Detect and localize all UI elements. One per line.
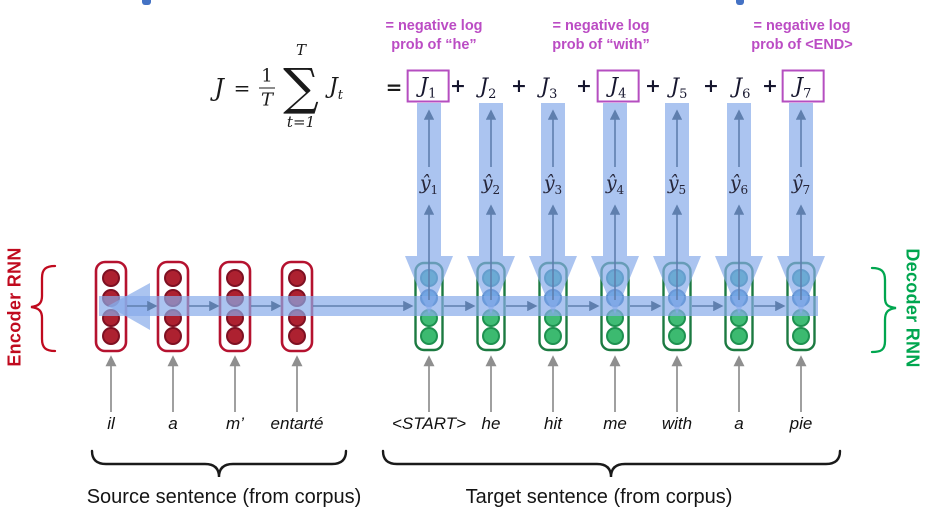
target-brace [381,449,842,478]
gradient-band [529,103,577,314]
gradient-band [467,103,515,314]
gradient-band [653,103,701,314]
gradient-bands-vertical [405,103,825,314]
decoder-brace [870,266,897,354]
word-input-arrows [111,358,801,412]
gradient-band [715,103,763,314]
encoder-brace [30,264,57,353]
gradient-band [777,103,825,314]
gradient-band [405,103,453,314]
source-brace [90,449,348,478]
gradient-band [591,103,639,314]
